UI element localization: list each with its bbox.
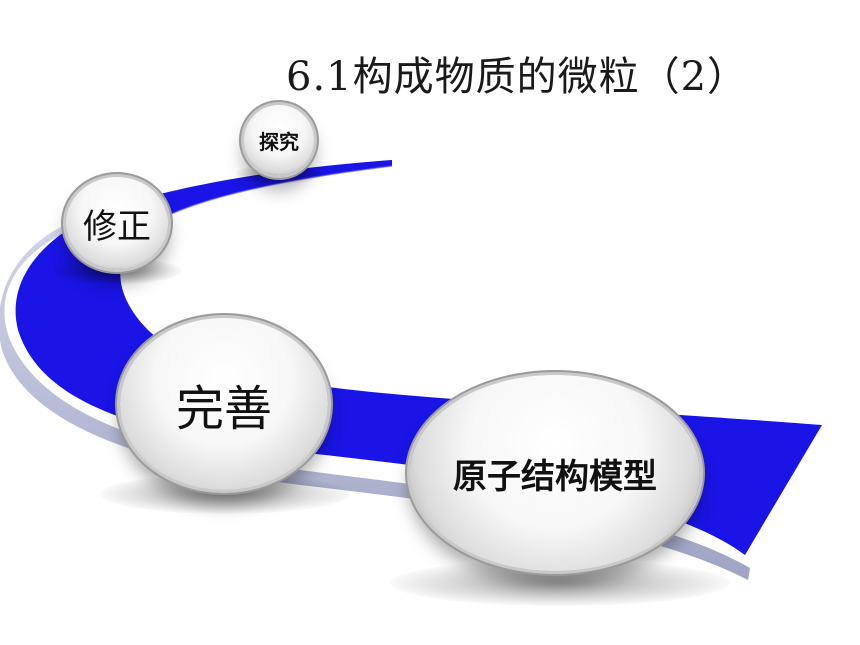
bubble-explore-label: 探究 — [259, 129, 299, 154]
bubble-atomic-model[interactable]: 原子结构模型 — [410, 375, 700, 571]
bubble-improve-label: 完善 — [175, 381, 272, 437]
bubble-improve[interactable]: 完善 — [120, 318, 328, 490]
page-title: 6.1构成物质的微粒（2） — [286, 54, 749, 100]
bubble-revise-label: 修正 — [83, 206, 151, 247]
bubble-explore[interactable]: 探究 — [244, 105, 314, 175]
road-edge — [0, 160, 750, 580]
bubble-revise[interactable]: 修正 — [66, 177, 168, 269]
bubble-atomic-model-label: 原子结构模型 — [453, 456, 657, 497]
